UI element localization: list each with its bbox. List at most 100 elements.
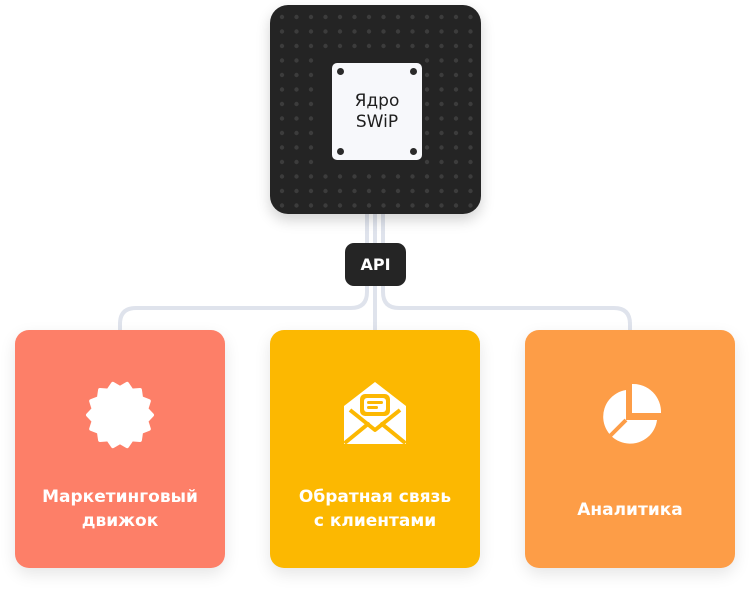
chip-dot bbox=[453, 159, 459, 165]
chip-dot bbox=[337, 43, 343, 49]
chip-dot bbox=[308, 174, 314, 179]
chip-dot bbox=[279, 145, 285, 150]
chip-dot bbox=[381, 14, 386, 20]
chip-dot bbox=[424, 130, 430, 136]
chip-dot bbox=[308, 14, 314, 20]
chip-dot bbox=[294, 130, 299, 136]
chip-dot bbox=[453, 174, 459, 179]
chip-dot bbox=[439, 116, 444, 121]
chip-dot bbox=[424, 188, 430, 194]
chip-dot bbox=[352, 203, 357, 208]
chip-dot bbox=[279, 58, 285, 63]
chip-dot bbox=[366, 29, 372, 34]
chip-dot bbox=[439, 159, 444, 165]
module-label-line: с клиентами bbox=[313, 511, 437, 531]
chip-dot bbox=[395, 203, 401, 208]
core-die: Ядро SWiP bbox=[332, 63, 422, 160]
module-card-customer-feedback: Обратная связь с клиентами bbox=[270, 330, 480, 568]
chip-dot bbox=[294, 174, 299, 179]
chip-dot bbox=[439, 43, 444, 49]
chip-dot bbox=[308, 159, 314, 165]
chip-dot bbox=[294, 101, 299, 107]
chip-dot bbox=[308, 116, 314, 121]
chip-dot bbox=[468, 29, 473, 34]
chip-dot bbox=[323, 174, 328, 179]
chip-dot bbox=[453, 101, 459, 107]
chip-dot bbox=[308, 58, 314, 63]
chip-dot bbox=[410, 203, 415, 208]
chip-dot bbox=[468, 87, 473, 92]
chip-dot bbox=[468, 14, 473, 20]
chip-dot bbox=[439, 145, 444, 150]
core-label-line: Ядро bbox=[354, 91, 400, 111]
chip-dot bbox=[410, 188, 415, 194]
chip-dot bbox=[395, 188, 401, 194]
chip-dot bbox=[294, 43, 299, 49]
chip-dot bbox=[381, 203, 386, 208]
chip-dot bbox=[337, 203, 343, 208]
chip-dot bbox=[468, 116, 473, 121]
chip-dot bbox=[337, 14, 343, 20]
chip-dot bbox=[294, 203, 299, 208]
chip-dot bbox=[279, 174, 285, 179]
chip-dot bbox=[395, 14, 401, 20]
chip-dot bbox=[439, 14, 444, 20]
chip-dot bbox=[424, 145, 430, 150]
chip-dot bbox=[308, 43, 314, 49]
chip-dot bbox=[439, 174, 444, 179]
chip-dot bbox=[424, 58, 430, 63]
chip-dot bbox=[294, 159, 299, 165]
chip-dot bbox=[279, 14, 285, 20]
chip-dot bbox=[424, 203, 430, 208]
module-label: Маркетинговый движок bbox=[23, 485, 217, 533]
chip-dot bbox=[453, 87, 459, 92]
chip-dot bbox=[352, 43, 357, 49]
chip-dot bbox=[279, 116, 285, 121]
chip-dot bbox=[468, 72, 473, 78]
chip-dot bbox=[381, 29, 386, 34]
chip-dot bbox=[294, 188, 299, 194]
chip-dot bbox=[323, 188, 328, 194]
chip-dot bbox=[468, 101, 473, 107]
chip-dot bbox=[424, 72, 430, 78]
module-card-marketing-engine: Маркетинговый движок bbox=[15, 330, 225, 568]
chip-dot bbox=[294, 29, 299, 34]
chip-dot bbox=[424, 159, 430, 165]
chip-dot bbox=[395, 43, 401, 49]
chip-dot bbox=[410, 14, 415, 20]
chip-dot bbox=[424, 43, 430, 49]
gear-badge-icon bbox=[86, 381, 154, 449]
module-label: Обратная связь с клиентами bbox=[278, 485, 472, 533]
chip-dot bbox=[279, 87, 285, 92]
chip-dot bbox=[453, 145, 459, 150]
chip-dot bbox=[366, 14, 372, 20]
chip-dot bbox=[468, 145, 473, 150]
chip-dot bbox=[439, 188, 444, 194]
chip-dot bbox=[468, 188, 473, 194]
chip-dot bbox=[395, 29, 401, 34]
chip-dot bbox=[352, 188, 357, 194]
chip-dot bbox=[410, 174, 415, 179]
chip-dot bbox=[410, 29, 415, 34]
pie-chart-icon bbox=[603, 383, 662, 444]
chip-dot bbox=[308, 29, 314, 34]
module-label-line: Аналитика bbox=[577, 500, 683, 520]
chip-dot bbox=[366, 43, 372, 49]
chip-dot bbox=[424, 101, 430, 107]
chip-dot bbox=[294, 14, 299, 20]
chip-dot bbox=[366, 174, 372, 179]
chip-dot bbox=[468, 174, 473, 179]
module-label: Аналитика bbox=[533, 498, 727, 522]
module-card-analytics: Аналитика bbox=[525, 330, 735, 568]
chip-dot bbox=[294, 58, 299, 63]
chip-dot bbox=[439, 72, 444, 78]
chip-dot bbox=[453, 130, 459, 136]
wire-left bbox=[118, 210, 369, 334]
chip-dot bbox=[439, 101, 444, 107]
chip-dot bbox=[279, 101, 285, 107]
chip-dot-grid bbox=[279, 14, 473, 208]
chip-dot bbox=[308, 203, 314, 208]
chip-dot bbox=[424, 174, 430, 179]
chip-dot bbox=[439, 87, 444, 92]
chip-dot bbox=[424, 29, 430, 34]
